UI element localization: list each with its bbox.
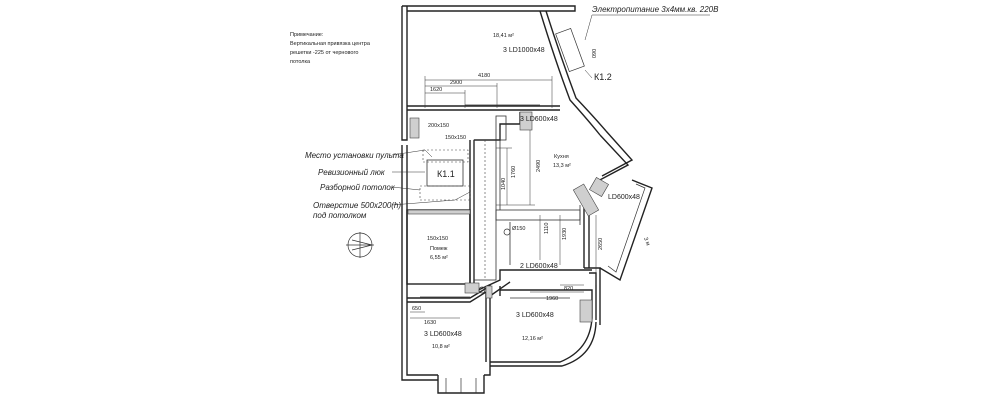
unit-k12-label: К1.2: [594, 72, 612, 82]
ducts: [419, 104, 581, 299]
north-arrow-icon: [346, 232, 374, 258]
dim-4180: 4180: [478, 73, 490, 79]
dim-650: 650: [412, 306, 421, 312]
dim-1630: 1630: [424, 320, 436, 326]
dim-1110: 1110: [544, 223, 550, 234]
dim-2650: 2650: [598, 238, 604, 250]
room-pantry-area: 6,55 м²: [430, 255, 448, 261]
grille-label-2: 3 LD600х48: [520, 116, 558, 123]
callout-opening-2: под потолком: [313, 211, 367, 220]
dim-2900: 2900: [450, 80, 462, 86]
callout-power: Электропитание 3х4мм.кв. 220В: [592, 5, 719, 14]
grille-label-1: 3 LD1000х48: [503, 47, 545, 54]
dim-1960: 1960: [546, 296, 558, 302]
note-title: Примечание:: [290, 32, 324, 38]
dim-1930: 1930: [562, 228, 568, 240]
callout-opening-1: Отверстие 500х200(h): [313, 201, 401, 210]
dim-2490: 2490: [536, 160, 542, 172]
dim-150x150-b: 150х150: [427, 236, 448, 242]
grille-label-4: 2 LD600х48: [520, 263, 558, 270]
unit-k11-label: К1.1: [437, 169, 455, 179]
room-right-area: 12,16 м²: [522, 336, 543, 342]
grille-label-3: LD600х48: [608, 194, 640, 201]
note-line-3: потолка: [290, 59, 311, 65]
room-pantry-name: Помеж: [430, 246, 448, 252]
note-line-1: Вертикальная привязка центра: [290, 41, 371, 47]
dim-1620: 1620: [430, 87, 442, 93]
room-top-area: 18,41 м²: [493, 33, 514, 39]
dim-150-diameter: Ø150: [512, 226, 525, 232]
grille-label-5: 3 LD600х48: [516, 312, 554, 319]
dim-1760: 1760: [511, 166, 517, 178]
room-kitchen-name: Кухня: [554, 154, 569, 160]
grille-label-6: 3 LD600х48: [424, 331, 462, 338]
dim-090: 090: [592, 49, 598, 58]
dim-820: 820: [564, 286, 573, 292]
callout-remote: Место установки пульта: [305, 151, 404, 160]
dim-200x150: 200х150: [428, 123, 449, 129]
dim-150x150-a: 150х150: [445, 135, 466, 141]
callout-ceiling: Разборной потолок: [320, 183, 396, 192]
dim-1040: 1040: [501, 178, 507, 190]
walls: [401, 5, 653, 394]
dim-3m: 3 м: [642, 237, 651, 247]
room-bath-area: 10,8 м²: [432, 344, 450, 350]
callout-hatch: Ревизионный люк: [318, 168, 386, 177]
room-kitchen-area: 13,3 м²: [553, 163, 571, 169]
note-line-2: решетки -225 от чернового: [290, 50, 358, 56]
dimension-lines: [346, 14, 710, 319]
